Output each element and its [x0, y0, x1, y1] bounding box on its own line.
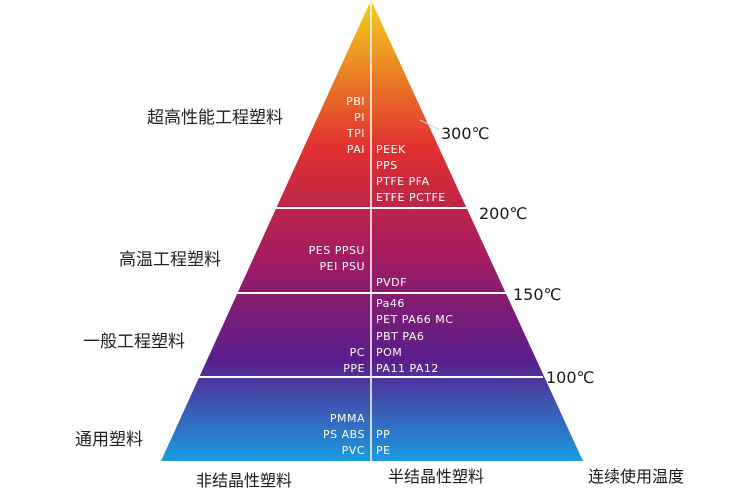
material-label: Pa46 — [376, 297, 405, 310]
material-label: PC — [349, 346, 365, 359]
material-label: PPE — [343, 362, 365, 375]
tier-label-commodity: 通用塑料 — [75, 430, 143, 450]
material-list-high-temp-semicrystalline: PVDF — [376, 277, 407, 293]
temperature-200: 200℃ — [479, 204, 528, 223]
material-label: TPI — [346, 127, 365, 140]
material-list-general-semicrystalline: Pa46 PET PA66 MC PBT PA6 POM PA11 PA12 — [376, 298, 453, 379]
material-label: PP — [376, 428, 391, 441]
material-label: PEEK — [376, 143, 406, 156]
tier-label-general-engineering: 一般工程塑料 — [83, 332, 185, 352]
material-label: ETFE PCTFE — [376, 191, 446, 204]
material-list-high-temp-amorphous: PES PPSU PEI PSU — [309, 245, 365, 277]
material-label: PTFE PFA — [376, 175, 430, 188]
material-label: POM — [376, 346, 403, 359]
material-label: PA11 PA12 — [376, 362, 439, 375]
material-label: PPS — [376, 159, 398, 172]
continuous-use-temperature-label: 连续使用温度 — [588, 467, 685, 486]
material-list-commodity-semicrystalline: PP PE — [376, 429, 391, 461]
tier-label-high-temp: 高温工程塑料 — [119, 250, 221, 270]
temperature-100: 100℃ — [546, 368, 595, 387]
material-label: PVC — [341, 444, 365, 457]
material-list-general-amorphous: PC PPE — [343, 347, 365, 379]
material-label: PS ABS — [323, 428, 365, 441]
material-list-ultra-semicrystalline: PEEK PPS PTFE PFA ETFE PCTFE — [376, 144, 446, 208]
material-label: PMMA — [329, 412, 365, 425]
material-label: PE — [376, 444, 391, 457]
material-label: PBI — [346, 95, 365, 108]
temp-leader-300 — [419, 119, 441, 131]
material-label: PI — [354, 111, 365, 124]
material-label: PVDF — [376, 276, 407, 289]
temperature-300: 300℃ — [441, 124, 490, 143]
material-label: PET PA66 MC — [376, 313, 454, 326]
material-list-ultra-amorphous: PBI PI TPI PAI — [346, 96, 365, 160]
material-label: PAI — [346, 143, 365, 156]
semicrystalline-plastics-label: 半结晶性塑料 — [388, 467, 485, 486]
tier-label-ultra: 超高性能工程塑料 — [147, 108, 283, 128]
material-label: PEI PSU — [319, 260, 365, 273]
material-label: PBT PA6 — [376, 330, 425, 343]
amorphous-plastics-label: 非结晶性塑料 — [196, 471, 293, 490]
temperature-150: 150℃ — [513, 285, 562, 304]
material-list-commodity-amorphous: PMMA PS ABS PVC — [323, 413, 365, 461]
pyramid-body — [161, 0, 583, 461]
material-label: PES PPSU — [308, 244, 365, 257]
